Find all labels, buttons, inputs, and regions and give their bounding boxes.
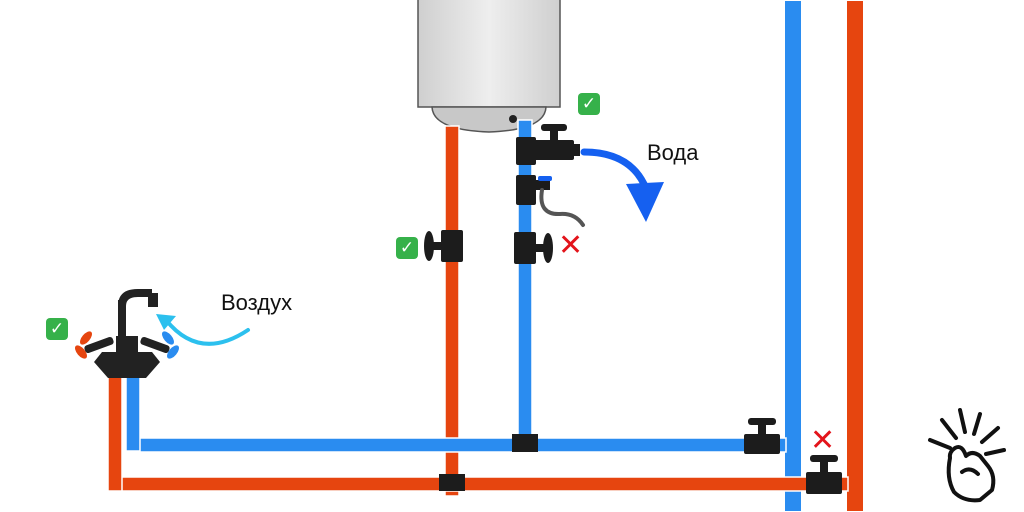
cross-mark-icon: ✕ [810, 423, 836, 458]
check-badge-icon: ✓ [46, 318, 68, 340]
drain-valve-icon[interactable] [516, 175, 585, 227]
valve-icon[interactable] [806, 455, 842, 494]
cold-pipe-horizontal [125, 437, 787, 453]
faucet-hot-supply-pipe [107, 364, 123, 492]
cold-riser-pipe [783, 0, 803, 512]
cold-pipe-heater-inlet [517, 119, 533, 451]
valve-icon[interactable] [514, 232, 553, 264]
hot-pipe-horizontal [107, 476, 849, 492]
hot-pipe-heater-outlet [444, 125, 460, 497]
thumbs-up-hand-icon [928, 408, 1006, 503]
hot-riser-pipe [845, 0, 865, 512]
water-flow-arrow [580, 148, 664, 222]
air-flow-arrow [156, 314, 250, 346]
valve-icon[interactable] [744, 418, 780, 454]
water-heater-tank [417, 0, 561, 133]
cross-mark-icon: ✕ [558, 228, 584, 263]
valve-icon[interactable] [424, 230, 463, 262]
mixer-faucet-icon[interactable] [73, 288, 181, 378]
tee-fitting-hot [439, 474, 465, 491]
air-label: Воздух [221, 290, 293, 315]
tee-fitting-cold [512, 434, 538, 452]
check-badge-icon: ✓ [578, 93, 600, 115]
water-label: Вода [647, 140, 699, 165]
check-badge-icon: ✓ [396, 237, 418, 259]
valve-icon[interactable] [516, 124, 580, 165]
